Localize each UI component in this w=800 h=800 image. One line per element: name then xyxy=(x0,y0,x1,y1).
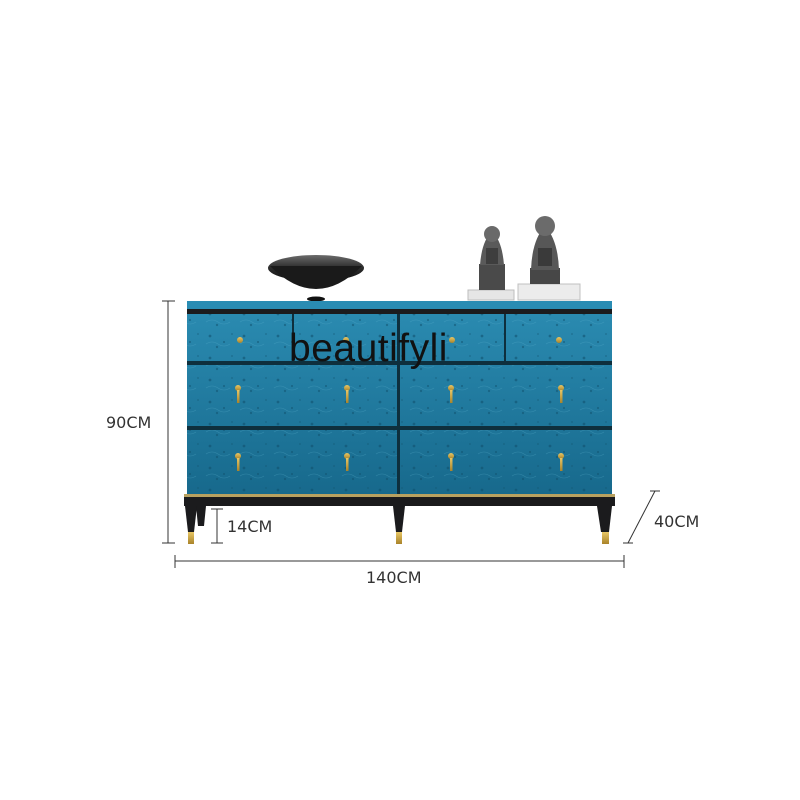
decor-statue-right xyxy=(517,216,581,301)
base-frame xyxy=(184,497,615,506)
decor-statue-left xyxy=(467,226,515,301)
depth-label: 40CM xyxy=(654,512,700,531)
cabinet-top xyxy=(187,301,612,310)
base-trim xyxy=(184,494,615,498)
cabinet-legs xyxy=(185,506,612,544)
watermark-text: beautifyli xyxy=(289,327,448,370)
depth-dimension-line xyxy=(627,490,656,544)
sideboard xyxy=(184,301,615,544)
dimension-lines xyxy=(162,300,660,568)
height-label: 90CM xyxy=(106,413,152,432)
decor-bowl xyxy=(268,255,364,302)
width-label: 140CM xyxy=(366,568,422,587)
drawer-handles xyxy=(235,385,564,471)
drawer-knobs xyxy=(237,337,562,343)
leg-height-label: 14CM xyxy=(227,517,273,536)
